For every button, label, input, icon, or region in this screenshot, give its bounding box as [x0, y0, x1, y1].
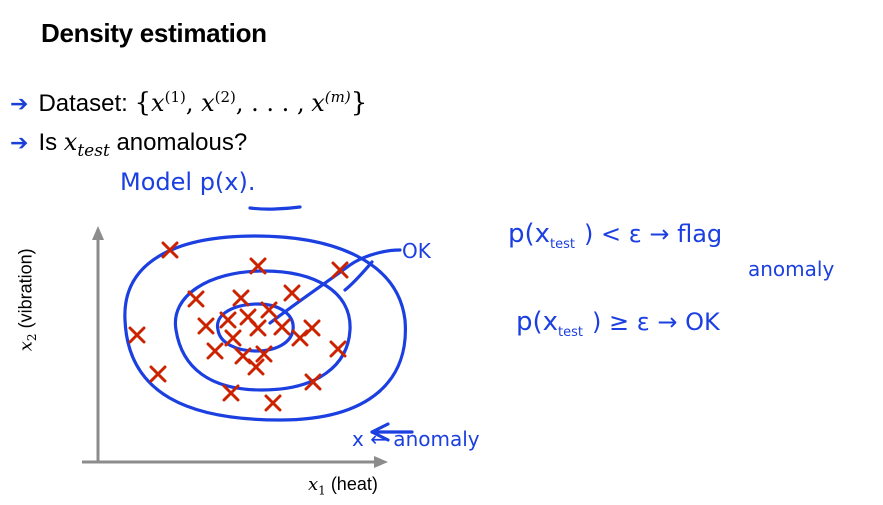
sample-cross: [255, 345, 273, 363]
arrow-icon: ➔: [10, 130, 29, 155]
rule1-right: ) < ε → flag: [584, 220, 722, 248]
math-var: x: [201, 89, 215, 117]
brace-close: }: [350, 88, 368, 118]
contour-middle: [173, 269, 352, 392]
sample-cross: [331, 261, 349, 279]
sample-cross: [291, 329, 309, 347]
sample-cross: [260, 301, 278, 319]
rule1-anomaly: anomaly: [748, 257, 834, 281]
math-sup: (1): [164, 88, 186, 106]
ok-callout-line: [268, 248, 402, 325]
brace-open: {: [134, 88, 152, 118]
sample-cross: [273, 318, 291, 336]
sample-cross: [187, 290, 205, 308]
sample-cross: [264, 394, 282, 412]
bullet-label: Is: [38, 129, 58, 156]
contour-outer: [123, 234, 407, 422]
sample-cross: [249, 257, 267, 275]
rule2-left: p(x: [516, 307, 558, 337]
sample-cross: [304, 373, 322, 391]
math-var: x: [151, 89, 165, 117]
sample-cross: [247, 358, 265, 376]
math-var: x: [311, 89, 325, 117]
model-annotation: Model p(x).: [120, 168, 255, 196]
sample-cross: [224, 329, 242, 347]
sample-cross: [128, 326, 146, 344]
math-dots: , . . . ,: [235, 89, 305, 117]
rule-flag: p(x test ) < ε → flag anomaly: [508, 219, 834, 281]
sample-cross: [197, 317, 215, 335]
math-var: x: [63, 128, 78, 156]
data-points: [128, 241, 349, 412]
density-contours: [123, 205, 414, 442]
bullet-anomalous: ➔ Is xtest anomalous?: [10, 128, 247, 161]
sample-cross: [329, 340, 347, 358]
rule-ok: p(x test ) ≥ ε → OK: [516, 307, 721, 340]
ok-annotation: OK: [402, 239, 432, 263]
bullet-label: Dataset:: [38, 90, 128, 117]
y-axis-arrow-icon: [92, 226, 104, 240]
rule1-sub: test: [550, 237, 575, 252]
math-sup: (m): [324, 88, 351, 106]
arrow-icon: ➔: [10, 91, 29, 116]
x-axis-label: x1 (heat): [308, 474, 378, 498]
math-sub: test: [77, 140, 110, 161]
slide-title: Density estimation: [41, 18, 267, 48]
rule1-left: p(x: [508, 219, 550, 249]
rule2-right: ) ≥ ε → OK: [592, 308, 721, 336]
math-sup: (2): [214, 88, 236, 106]
axes: [82, 226, 388, 468]
underline: [248, 205, 302, 211]
sample-cross: [283, 284, 301, 302]
anomaly-annotation: x ← anomaly: [352, 427, 480, 451]
sample-cross: [206, 342, 224, 360]
anomaly-arrow-icon: [370, 422, 414, 442]
sample-cross: [232, 289, 250, 307]
sample-cross: [249, 319, 267, 337]
bullet-suffix: anomalous?: [116, 129, 248, 156]
sample-cross: [149, 365, 167, 383]
ok-callout-tick: [343, 260, 374, 292]
bullet-dataset: ➔Dataset: {x(1), x(2), . . . , x(m)}: [10, 88, 368, 118]
rule2-sub: test: [558, 325, 583, 340]
sample-cross: [222, 384, 240, 402]
x-axis-arrow-icon: [374, 456, 388, 468]
sample-cross: [161, 241, 179, 259]
sample-cross: [219, 311, 237, 329]
